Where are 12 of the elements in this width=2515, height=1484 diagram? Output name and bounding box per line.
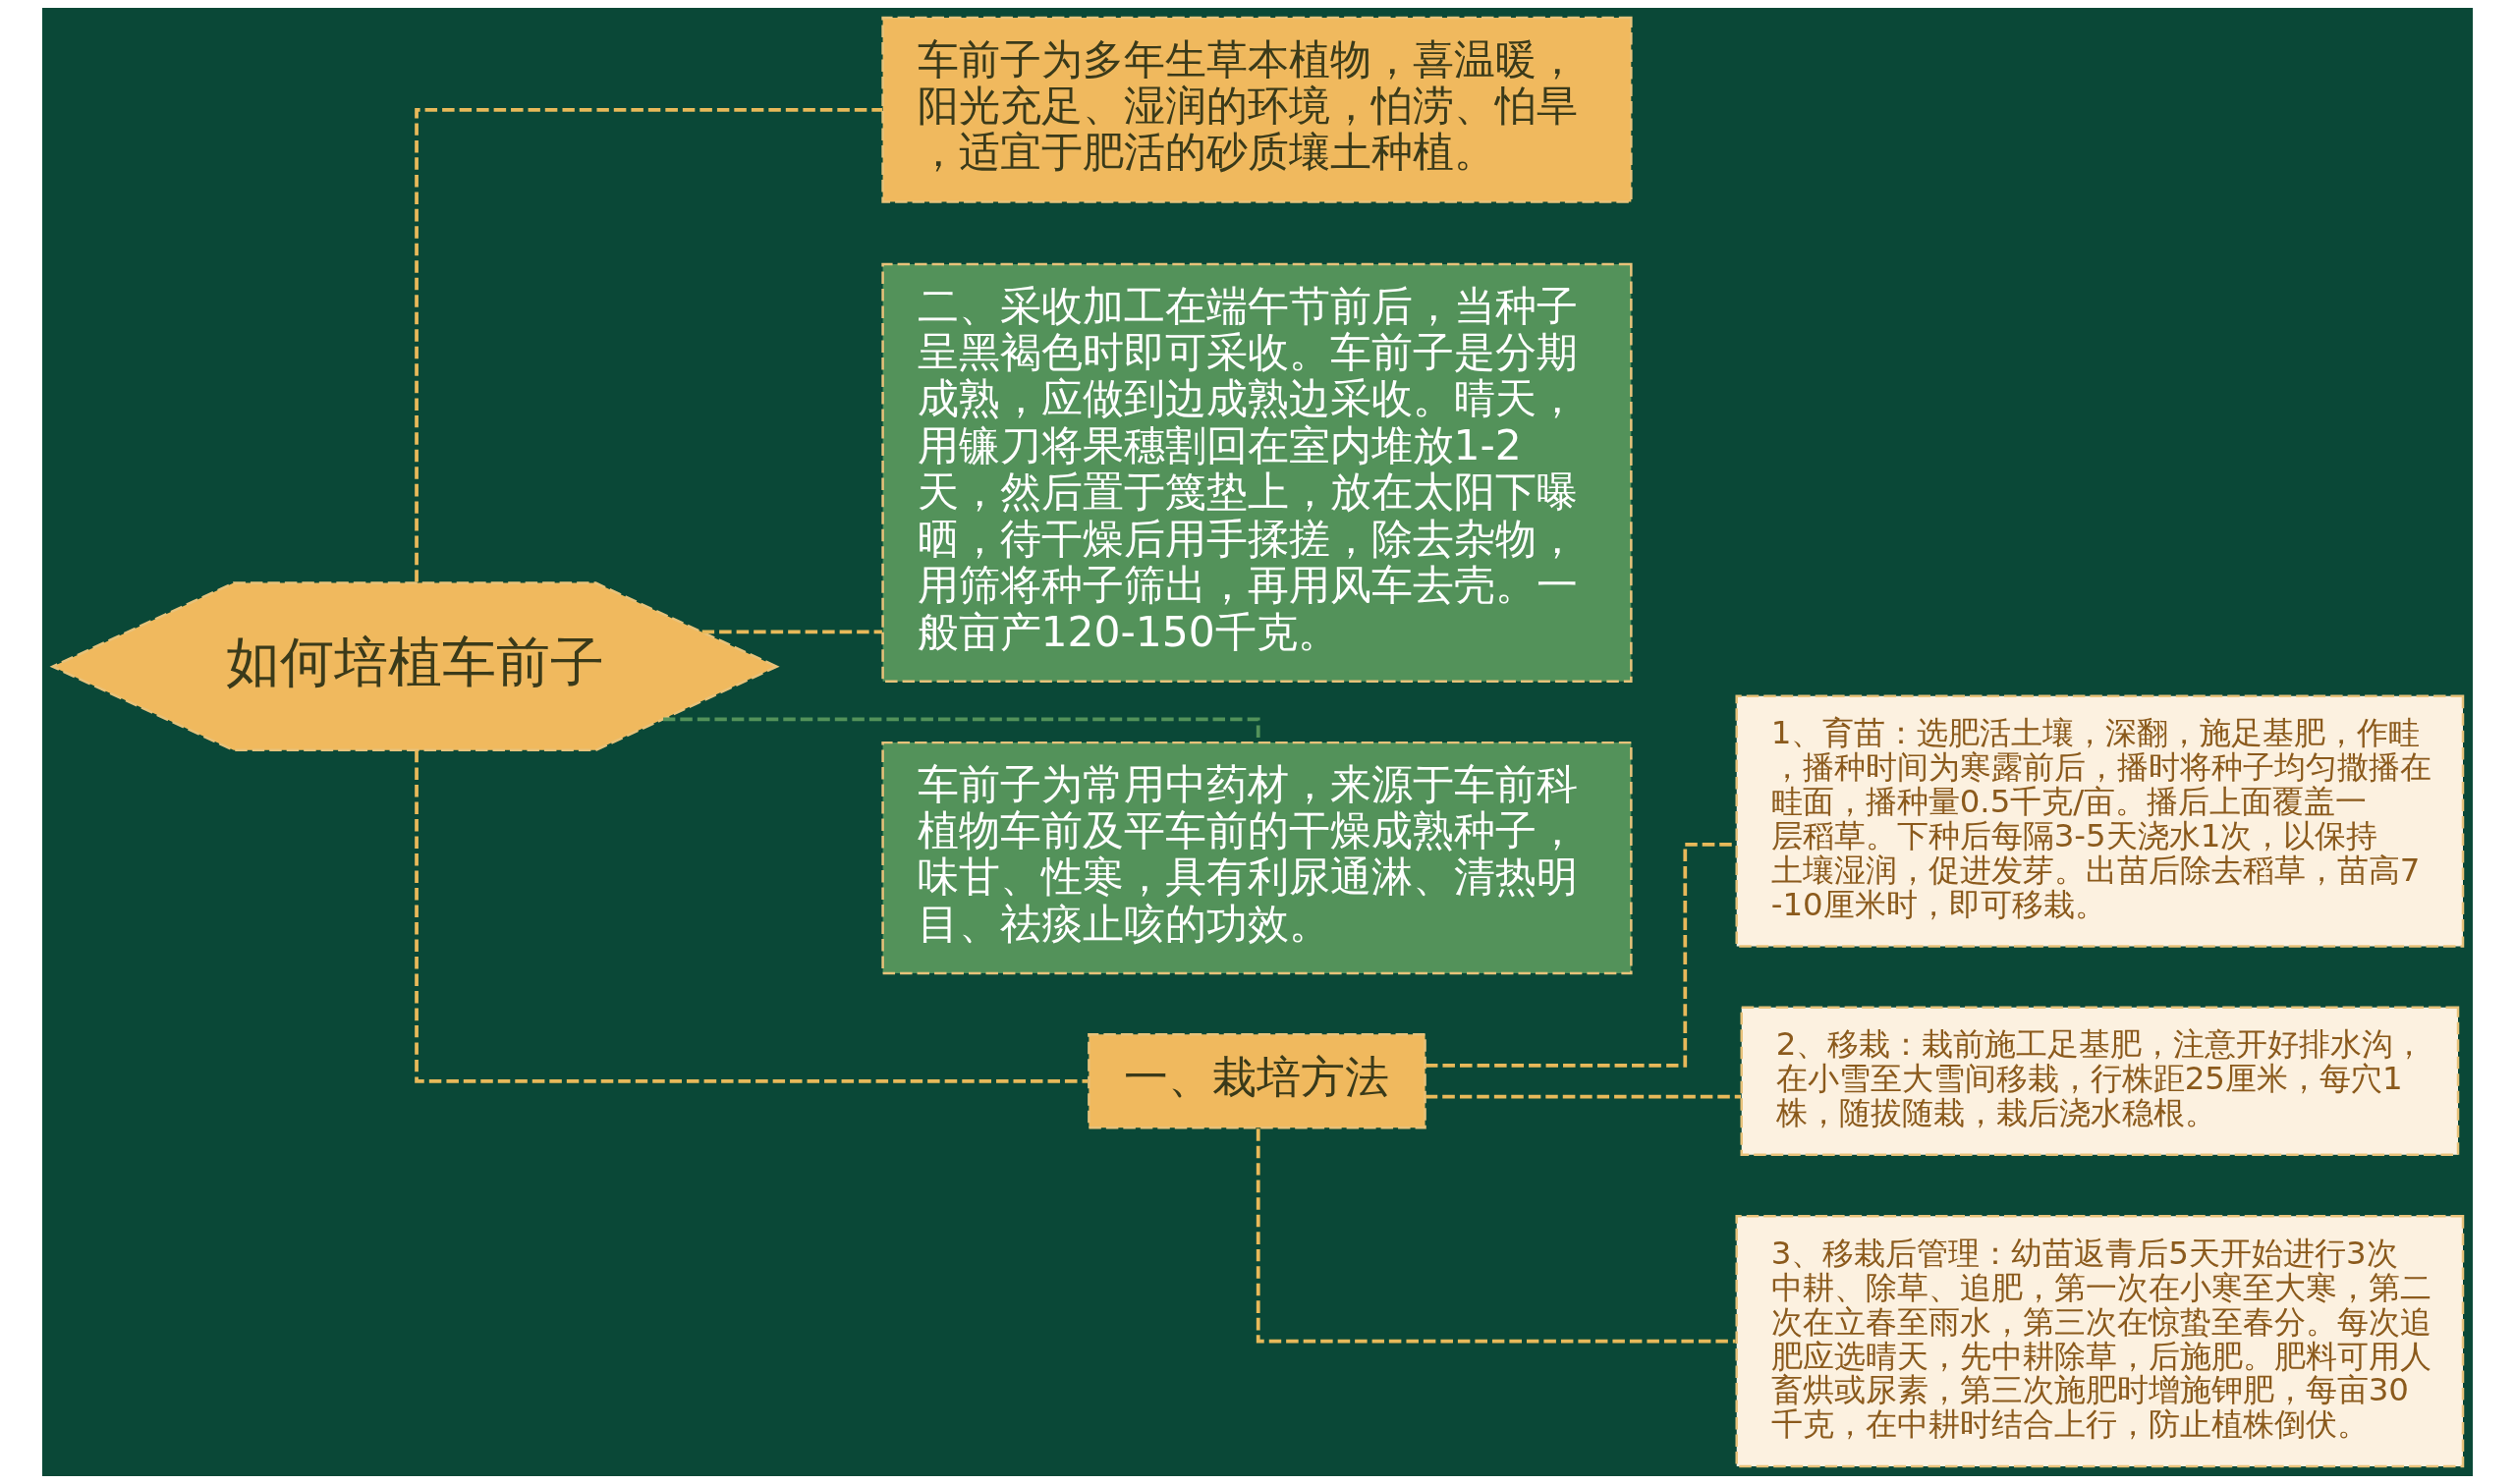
- node-box: 二、采收加工在端午节前后，当种子呈黑褐色时即可采收。车前子是分期成熟，应做到边成熟边采收。晴天，用镰刀将果穗割回在室内堆放1-2天，然后置于篾垫上，放在太阳下曝晒，待干燥后用手揉搓，除去杂物，用筛将种子筛出，再用风车去壳。一般亩产120-150千克。: [881, 262, 1633, 683]
- connector: [701, 630, 882, 634]
- node-box: 一、栽培方法: [1088, 1033, 1426, 1129]
- connector: [415, 107, 883, 582]
- node-box: 2、移栽：栽前施工足基肥，注意开好排水沟，在小雪至大雪间移栽，行株距25厘米，每穴1株，随拔随栽，栽后浇水稳根。: [1740, 1006, 2460, 1156]
- connector: [1256, 1128, 1736, 1344]
- node-box: 车前子为多年生草本植物，喜温暖，阳光充足、湿润的环境，怕涝、怕旱，适宜于肥活的砂质壤土种植。: [881, 16, 1633, 203]
- connector: [1425, 1094, 1741, 1099]
- connector: [415, 750, 1089, 1083]
- node-box: 3、移栽后管理：幼苗返青后5天开始进行3次中耕、除草、追肥，第一次在小寒至大寒，第二次在立春至雨水，第三次在惊蛰至春分。每次追肥应选晴天，先中耕除草，后施肥。肥料可用人畜烘或尿素，第三次施肥时增施钾肥，每亩30千克，在中耕时结合上行，防止植株倒伏。: [1735, 1214, 2465, 1468]
- node-box: 1、育苗：选肥活土壤，深翻，施足基肥，作畦，播种时间为寒露前后，播时将种子均匀撒播在畦面，播种量0.5千克/亩。播后上面覆盖一层稻草。下种后每隔3-5天浇水1次，以保持土壤湿润，促进发芽。出苗后除去稻草，苗高7-10厘米时，即可移栽。: [1735, 694, 2465, 948]
- node-box: 车前子为常用中药材，来源于车前科植物车前及平车前的干燥成熟种子，味甘、性寒，具有利尿通淋、清热明目、祛痰止咳的功效。: [881, 741, 1633, 975]
